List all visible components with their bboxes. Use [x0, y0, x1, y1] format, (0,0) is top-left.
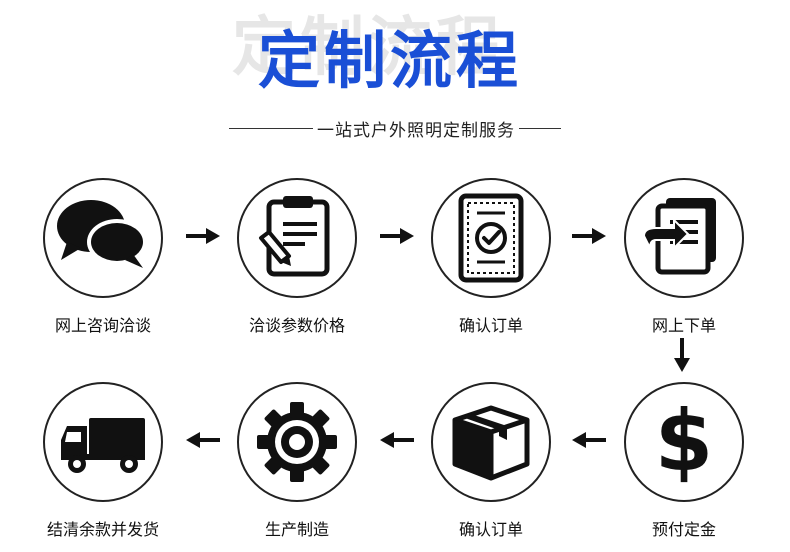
subtitle-line-left: [229, 127, 271, 130]
title-shadow: 定制流程: [232, 11, 504, 85]
step-5-label: 预付定金: [651, 520, 716, 539]
step-7: 生产制造: [237, 382, 357, 539]
step-3: 确认订单: [431, 178, 551, 335]
step-5-circle: $: [624, 382, 744, 502]
subtitle-row: 一站式户外照明定制服务: [0, 116, 790, 141]
clipboard-pen-icon: [259, 196, 330, 277]
arrow-left-3: [186, 432, 220, 448]
step-1-label: 网上咨询洽谈: [54, 316, 151, 335]
step-7-label: 生产制造: [264, 520, 329, 539]
dollar-icon: $: [655, 392, 713, 490]
arrow-right-3: [572, 228, 606, 244]
step-3-circle: [431, 178, 551, 298]
arrow-left-2: [380, 432, 414, 448]
step-8-label: 结清余款并发货: [46, 520, 159, 539]
certificate-check-icon: [458, 193, 524, 283]
step-6-circle: [431, 382, 551, 502]
step-5: $ 预付定金: [624, 382, 744, 539]
svg-text:$: $: [655, 392, 713, 490]
step-2-circle: [237, 178, 357, 298]
step-4-label: 网上下单: [651, 316, 716, 335]
arrow-left-1: [572, 432, 606, 448]
gear-icon: [257, 402, 337, 482]
subtitle-line-right: [519, 127, 561, 130]
step-6-label: 确认订单: [458, 520, 523, 539]
truck-icon: [61, 418, 145, 473]
page-title: 定制流程: [258, 24, 523, 97]
arrow-right-1: [186, 228, 220, 244]
step-2: 洽谈参数价格: [237, 178, 357, 335]
step-7-circle: [237, 382, 357, 502]
title-area: 定制流程 定制流程: [0, 10, 790, 110]
documents-arrow-icon: [642, 198, 716, 275]
step-8-circle: [43, 382, 163, 502]
subtitle-line-left-2: [271, 127, 313, 130]
subtitle: 一站式户外照明定制服务: [317, 121, 515, 141]
step-6: 确认订单: [431, 382, 551, 539]
chat-bubbles-icon: [57, 200, 147, 268]
step-4: 网上下单: [624, 178, 744, 335]
step-2-label: 洽谈参数价格: [248, 316, 345, 335]
step-1: 网上咨询洽谈: [43, 178, 163, 335]
step-3-label: 确认订单: [458, 316, 523, 335]
arrow-down: [674, 338, 690, 372]
step-1-circle: [43, 178, 163, 298]
package-box-icon: [452, 405, 530, 481]
step-4-circle: [624, 178, 744, 298]
step-8: 结清余款并发货: [43, 382, 163, 539]
arrow-right-2: [380, 228, 414, 244]
